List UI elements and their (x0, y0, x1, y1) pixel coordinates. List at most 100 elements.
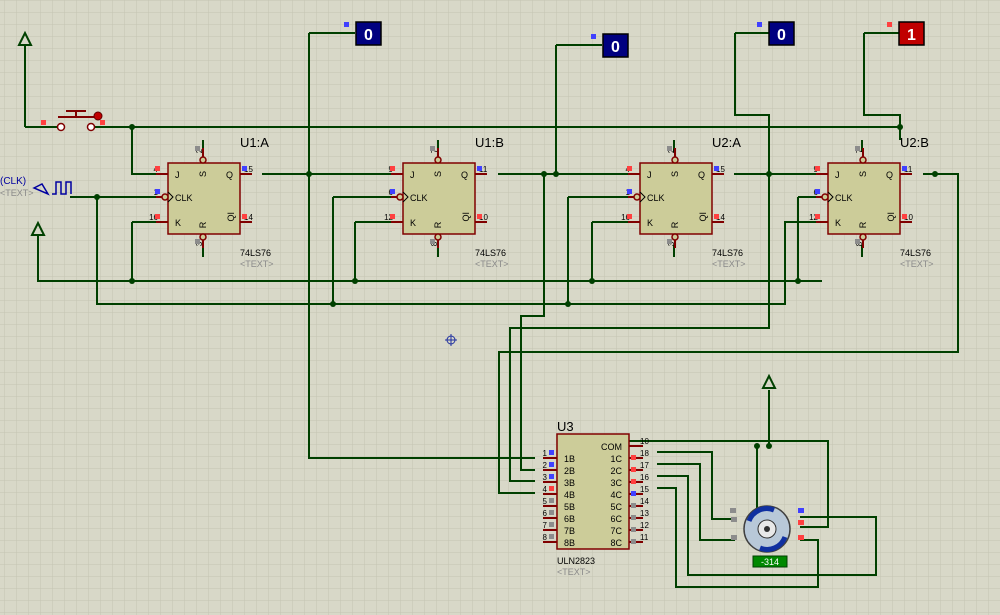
driver-chip[interactable]: 123456781018171615141312111B2B3B4B5B6B7B… (543, 419, 650, 577)
chip-ref-label: U2:B (900, 135, 929, 150)
pin-state-marker (855, 146, 860, 151)
pin-number-qi: 14 (244, 213, 253, 222)
pin-name: 7C (610, 526, 622, 536)
junction-dots (94, 124, 938, 449)
driver-part-label: ULN2823 (557, 556, 595, 566)
pin-state-marker (430, 239, 435, 244)
pin-state-marker (631, 455, 636, 460)
pin-name: 7B (564, 526, 575, 536)
logic-probe[interactable]: 1 (887, 21, 925, 46)
stepper-motor[interactable]: -314 (730, 505, 804, 568)
pin-state-marker (390, 214, 395, 219)
pin-name-qi: QI (886, 212, 896, 222)
pin-name: 1B (564, 454, 575, 464)
pin-name-r: R (858, 221, 868, 228)
pin-state-marker (155, 166, 160, 171)
pin-state-marker (242, 214, 247, 219)
pin-state-marker (242, 166, 247, 171)
chip-text-tag: <TEXT> (712, 259, 746, 269)
pin-number: 3 (543, 473, 548, 482)
logic-probe[interactable]: 0 (344, 21, 382, 46)
pin-name-j: J (175, 170, 180, 180)
pin-state-marker (195, 239, 200, 244)
pin-name-clk: CLK (647, 193, 665, 203)
pin-name: 5C (610, 502, 622, 512)
pin-name: 4B (564, 490, 575, 500)
pin-name-k: K (647, 218, 653, 228)
pin-name: COM (601, 442, 622, 452)
pin-name-j: J (835, 170, 840, 180)
pin-state-marker (549, 486, 554, 491)
clock-label: (CLK) (0, 176, 26, 187)
push-button-switch[interactable] (41, 110, 105, 132)
pin-name-qi: QI (226, 212, 236, 222)
pin-number-q: 11 (904, 165, 913, 174)
pin-state-marker (155, 189, 160, 194)
wires[interactable] (24, 32, 959, 588)
pin-state-marker (155, 214, 160, 219)
pin-state-marker (815, 189, 820, 194)
pin-number: 18 (640, 449, 649, 458)
pin-name-q: Q (461, 170, 468, 180)
chip-ref-label: U1:B (475, 135, 504, 150)
pin-number-k: 12 (809, 213, 818, 222)
pin-number: 4 (543, 485, 548, 494)
probe-value: 0 (777, 27, 786, 44)
pin-state-marker (390, 189, 395, 194)
pin-state-marker (714, 214, 719, 219)
probe-value: 1 (907, 27, 916, 44)
pin-name-clk: CLK (835, 193, 853, 203)
pin-state-marker (627, 214, 632, 219)
power-terminal-icons (17, 30, 777, 389)
pin-number: 13 (640, 509, 649, 518)
pin-state-marker (549, 534, 554, 539)
pin-number: 8 (543, 533, 548, 542)
pin-state-marker (549, 474, 554, 479)
pin-number: 14 (640, 497, 649, 506)
pin-state-marker (902, 214, 907, 219)
pin-number: 5 (543, 497, 548, 506)
pin-state-marker (627, 189, 632, 194)
pin-name-k: K (175, 218, 181, 228)
pin-state-marker (631, 503, 636, 508)
pin-name-qi: QI (698, 212, 708, 222)
pin-state-marker (390, 166, 395, 171)
pin-number: 2 (543, 461, 548, 470)
pin-state-marker (549, 498, 554, 503)
pin-name: 6B (564, 514, 575, 524)
pin-number-k: 12 (384, 213, 393, 222)
pin-name-clk: CLK (410, 193, 428, 203)
clock-source[interactable]: (CLK) <TEXT> (0, 176, 72, 198)
chip-part-label: 74LS76 (900, 248, 931, 258)
pin-name: 3C (610, 478, 622, 488)
pin-name: 8B (564, 538, 575, 548)
logic-probe[interactable]: 0 (591, 33, 629, 58)
pin-state-marker (549, 510, 554, 515)
probe-value: 0 (611, 39, 620, 56)
pin-name-s: S (670, 171, 680, 177)
power-arrow-icon (17, 30, 33, 46)
pin-name: 4C (610, 490, 622, 500)
pin-state-marker (549, 522, 554, 527)
pin-number: 12 (640, 521, 649, 530)
pin-name-s: S (433, 171, 443, 177)
pin-name-r: R (198, 221, 208, 228)
logic-probe[interactable]: 0 (757, 21, 795, 46)
pin-number: 15 (640, 485, 649, 494)
pin-number-k: 16 (149, 213, 158, 222)
pin-state-marker (195, 146, 200, 151)
pin-number: 17 (640, 461, 649, 470)
pin-number-q: 15 (716, 165, 725, 174)
motor-readout: -314 (761, 557, 779, 567)
pin-name-s: S (198, 171, 208, 177)
pin-name: 3B (564, 478, 575, 488)
pin-state-marker (477, 166, 482, 171)
pin-number-qi: 10 (904, 213, 913, 222)
chip-body (556, 433, 630, 550)
pin-name-k: K (410, 218, 416, 228)
